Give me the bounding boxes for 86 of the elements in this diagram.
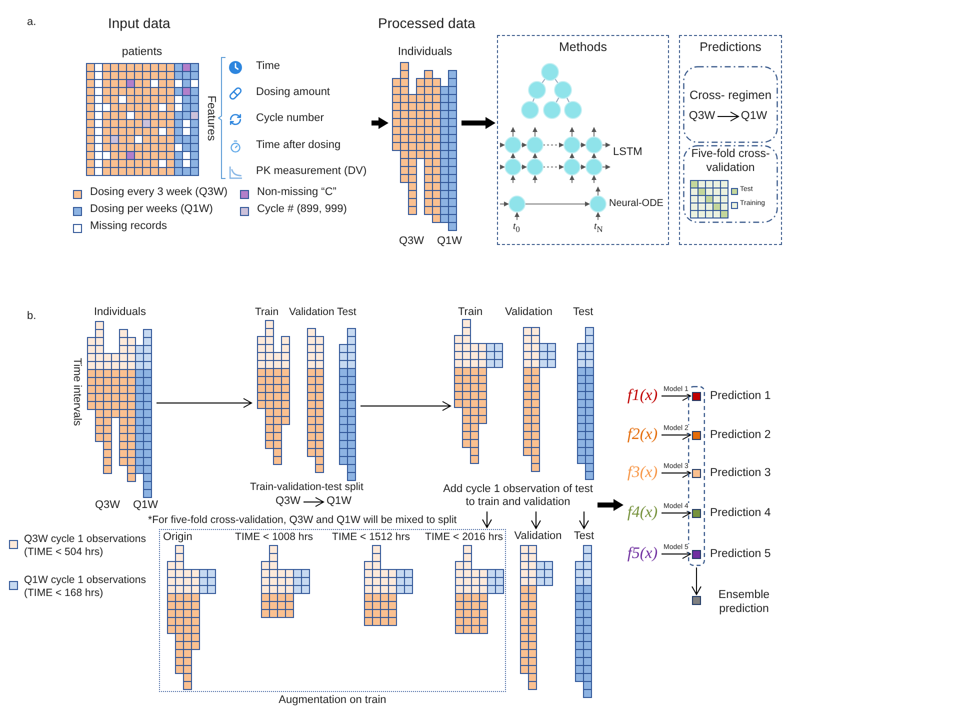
time-symbol: t$_{0}$ [513, 221, 520, 236]
panel-title: Cross- regimen [688, 88, 773, 103]
column-heading: patients [120, 45, 164, 60]
section-title: Input data [108, 15, 170, 32]
arrow [717, 112, 739, 122]
panel-title: Five-fold cross-validation [690, 148, 771, 176]
column-heading: Test [573, 306, 594, 320]
arrow [482, 511, 492, 528]
arrow [360, 401, 451, 411]
dashed-group [688, 386, 705, 566]
prediction-label: Prediction 5 [710, 546, 771, 561]
column-heading: Origin [163, 531, 192, 545]
column-heading: Train [255, 306, 279, 320]
arrow [579, 511, 589, 529]
function-label: f5(x) [625, 544, 660, 564]
column-heading: Test [337, 306, 356, 320]
note-text: Add cycle 1 observation of test to train and validation [440, 483, 596, 509]
prediction-square [692, 550, 701, 558]
legend-label: Dosing every 3 week (Q3W) [90, 186, 228, 200]
column-heading: Validation [289, 306, 334, 320]
column-label: Q3W [399, 235, 424, 249]
step-label: Train-validation-test split [250, 481, 364, 494]
column-heading: Test [572, 530, 596, 544]
legend-label: Missing records [90, 220, 168, 234]
column-label: Q3W [95, 499, 120, 513]
prediction-label: Prediction 3 [710, 466, 771, 480]
column-heading: Validation [513, 530, 563, 544]
prediction-label: Prediction 1 [710, 388, 771, 403]
column-heading: Train [458, 306, 483, 320]
axis-title: Time intervals [70, 356, 83, 428]
prediction-square [692, 468, 701, 478]
legend-label: Q1W cycle 1 observations (TIME < 168 hrs) [24, 574, 147, 600]
rounded-panel [683, 145, 778, 223]
footnote: *For five-fold cross-validation, Q3W and Q1W will be mixed to split [148, 514, 457, 528]
feature-label: Time [256, 60, 280, 74]
legend-label: Dosing per weeks (Q1W) [90, 203, 213, 217]
arrow [303, 497, 324, 507]
column-heading: Individuals [396, 45, 454, 60]
column-heading: TIME < 2016 hrs [424, 531, 504, 544]
panel-title: Predictions [698, 40, 762, 56]
legend-label: Non-missing “C” [257, 186, 336, 200]
dashed-panel [679, 35, 782, 245]
prediction-square [692, 430, 701, 440]
feature-label: Cycle number [256, 112, 324, 126]
section-title: Processed data [378, 15, 476, 32]
prediction-square [692, 596, 701, 605]
column-label: Q1W [133, 499, 158, 513]
function-label: f3(x) [625, 463, 660, 483]
regimen-label: Q3W [274, 495, 302, 509]
dashed-panel [497, 35, 669, 245]
feature-label: PK measurement (DV) [256, 165, 367, 179]
feature-label: Time after dosing [256, 139, 341, 153]
frame-caption: Augmentation on train [278, 694, 388, 708]
axis-title: Features [204, 94, 218, 143]
method-label: LSTM [613, 146, 642, 160]
arrow [692, 567, 702, 595]
block-arrow [372, 117, 388, 129]
column-heading: TIME < 1008 hrs [234, 531, 314, 544]
regimen-label: Q1W [325, 495, 353, 509]
column-heading: Validation [505, 306, 552, 320]
function-label: f1(x) [625, 386, 660, 406]
prediction-square [692, 392, 701, 400]
arrow [156, 398, 252, 408]
prediction-square [692, 508, 701, 518]
panel-title: Methods [558, 40, 608, 56]
method-label: Neural-ODE [609, 198, 664, 210]
panel-letter: a. [27, 16, 36, 30]
prediction-label: Prediction 4 [710, 506, 771, 520]
function-label: f4(x) [625, 503, 660, 523]
time-symbol: t$_{N}$ [594, 221, 603, 236]
arrow [531, 511, 541, 529]
column-label: Q1W [437, 235, 462, 249]
legend-label: Cycle # (899, 999) [257, 203, 347, 217]
panel-letter: b. [27, 310, 36, 324]
function-label: f2(x) [625, 425, 660, 445]
prediction-label: Ensemble prediction [717, 589, 771, 617]
legend-label: Q3W cycle 1 observations (TIME < 504 hrs) [24, 533, 147, 560]
feature-label: Dosing amount [256, 86, 330, 100]
regimen-label: Q3W [688, 109, 716, 124]
prediction-label: Prediction 2 [710, 428, 771, 442]
column-heading: TIME < 1512 hrs [331, 531, 411, 544]
column-heading: Individuals [93, 306, 147, 320]
block-arrow [598, 499, 624, 511]
block-arrow [462, 117, 496, 129]
rounded-panel [683, 66, 778, 143]
regimen-label: Q1W [740, 109, 768, 124]
